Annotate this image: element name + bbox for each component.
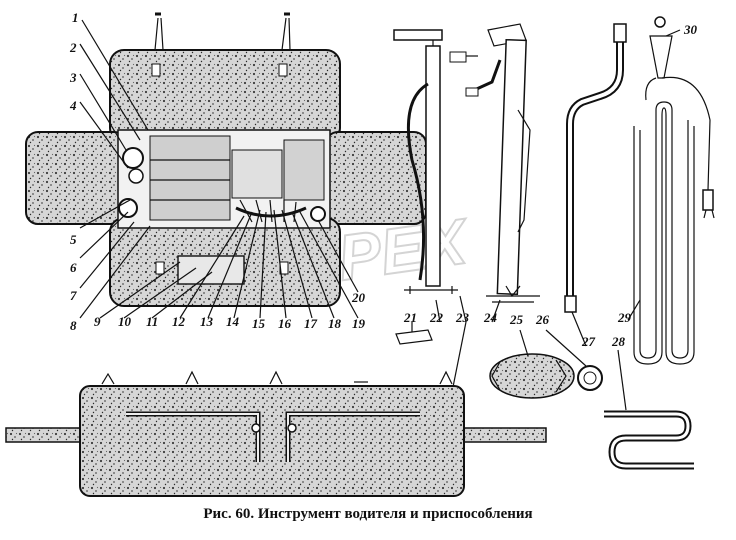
callout-17: 17 <box>304 316 318 331</box>
leader-lines-right <box>435 29 681 411</box>
callout-22: 22 <box>429 310 444 325</box>
inspection-lamp <box>633 16 715 365</box>
bag-handle-left <box>5 427 81 443</box>
callout-12: 12 <box>172 314 186 329</box>
callout-9: 9 <box>94 314 101 329</box>
callout-3: 3 <box>69 70 77 85</box>
open-tool-bag <box>25 12 427 307</box>
callout-2: 2 <box>69 40 77 55</box>
callout-28: 28 <box>611 334 626 349</box>
closed-tool-bag <box>5 370 547 497</box>
callout-20: 20 <box>351 290 366 305</box>
callout-1: 1 <box>72 10 79 25</box>
callout-18: 18 <box>328 316 342 331</box>
bag-strap-right <box>281 17 291 51</box>
callout-23: 23 <box>455 310 470 325</box>
callout-10: 10 <box>118 314 132 329</box>
callout-13: 13 <box>200 314 214 329</box>
callout-19: 19 <box>352 316 366 331</box>
callout-14: 14 <box>226 314 240 329</box>
tyre-pump <box>393 29 478 294</box>
callout-24: 24 <box>483 310 498 325</box>
callout-25: 25 <box>509 312 524 327</box>
callout-4: 4 <box>69 98 77 113</box>
callout-7: 7 <box>70 288 77 303</box>
callout-30: 30 <box>683 22 698 37</box>
bag-body <box>79 385 465 497</box>
callout-15: 15 <box>252 316 266 331</box>
bag-strap-left <box>154 17 164 51</box>
bag-handle-right <box>461 427 547 443</box>
leader-lines <box>79 19 359 319</box>
callout-29: 29 <box>617 310 632 325</box>
callout-5: 5 <box>70 232 77 247</box>
callout-26: 26 <box>535 312 550 327</box>
wheel-wrench <box>564 23 627 313</box>
callout-21: 21 <box>403 310 417 325</box>
callout-27: 27 <box>581 334 596 349</box>
callout-labels: 1 2 3 4 5 6 7 8 9 10 11 12 13 14 15 16 1… <box>69 10 698 349</box>
crank-handle <box>604 410 694 470</box>
tyre-gauge-25-26 <box>489 353 603 399</box>
figure-caption: Рис. 60. Инструмент водителя и приспособ… <box>203 506 533 522</box>
callout-6: 6 <box>70 260 77 275</box>
bag-top-flap <box>109 49 341 143</box>
callout-16: 16 <box>278 316 292 331</box>
small-part-21 <box>395 322 433 345</box>
screw-jack <box>465 23 540 303</box>
callout-11: 11 <box>146 314 158 329</box>
callout-8: 8 <box>70 318 77 333</box>
